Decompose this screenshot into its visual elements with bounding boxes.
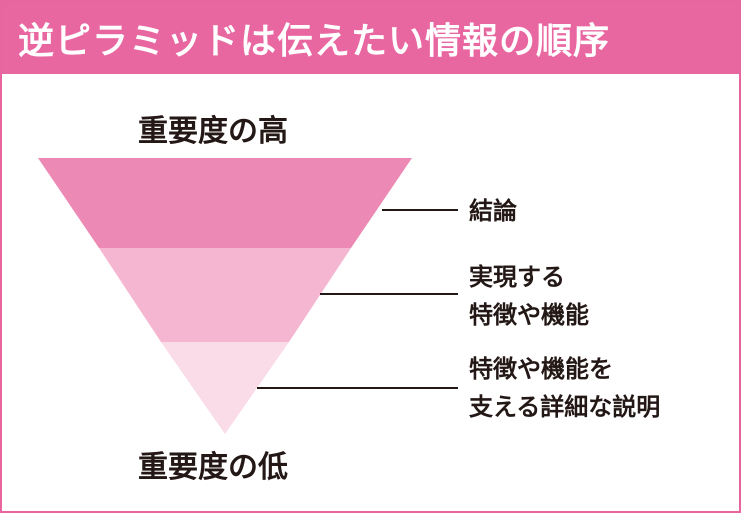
tier-label-line: 支える詳細な説明: [469, 393, 661, 421]
tier-label-features: 実現する 特徴や機能: [469, 258, 589, 334]
pyramid-tier-middle: [99, 248, 351, 342]
tier-label-line: 特徴や機能: [469, 301, 589, 329]
tier-label-line: 特徴や機能を: [469, 355, 613, 383]
page-title: 逆ピラミッドは伝えたい情報の順序: [18, 21, 611, 62]
importance-low-label: 重要度の低: [138, 450, 288, 485]
tier-label-line: 実現する: [469, 263, 565, 291]
pyramid-tier-bottom: [161, 342, 289, 434]
tier-label-line: 結論: [469, 197, 517, 225]
header-bar: 逆ピラミッドは伝えたい情報の順序: [2, 2, 739, 74]
tier-label-details: 特徴や機能を 支える詳細な説明: [469, 350, 660, 426]
tier-label-conclusion: 結論: [469, 192, 517, 230]
pyramid-tier-top: [38, 158, 412, 248]
importance-high-label: 重要度の高: [138, 114, 288, 149]
